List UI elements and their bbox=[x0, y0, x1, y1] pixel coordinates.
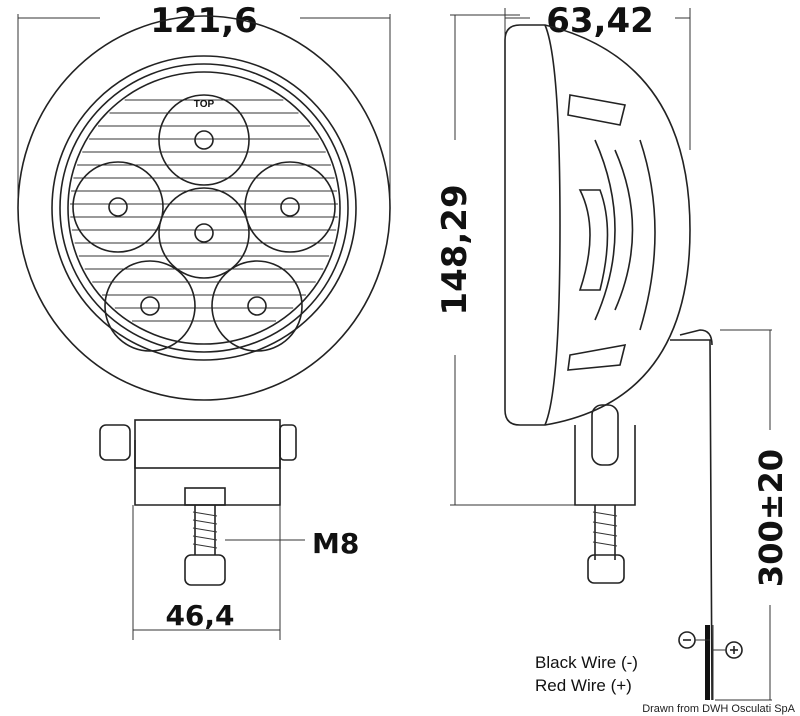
led-reflector bbox=[244, 161, 336, 253]
height-dimension: 148,29 bbox=[435, 184, 475, 315]
front-view: 121,6 TOP M8 46,4 bbox=[17, 1, 391, 640]
red-wire-label: Red Wire (+) bbox=[535, 676, 632, 695]
m8-bolt bbox=[194, 505, 216, 555]
front-width-dimension: 121,6 bbox=[150, 1, 258, 41]
led-reflector bbox=[158, 94, 250, 186]
side-view: 63,42 148,29 300±20 Black Wire (-) bbox=[435, 1, 796, 715]
led-reflector bbox=[158, 187, 250, 279]
led-reflector bbox=[72, 161, 164, 253]
depth-dimension: 63,42 bbox=[546, 1, 654, 41]
lens bbox=[67, 71, 341, 345]
cable-length-dimension: 300±20 bbox=[752, 449, 790, 587]
bezel-ring bbox=[51, 55, 357, 361]
swivel-joint bbox=[591, 404, 619, 466]
thread-dimension: M8 bbox=[312, 527, 359, 560]
bracket-width-dimension: 46,4 bbox=[165, 599, 234, 632]
housing-side bbox=[504, 24, 691, 426]
led-reflector bbox=[104, 260, 196, 352]
top-marking: TOP bbox=[194, 99, 215, 110]
nut bbox=[184, 554, 226, 586]
outer-housing bbox=[17, 15, 391, 401]
black-wire-label: Black Wire (-) bbox=[535, 653, 638, 672]
cable bbox=[670, 329, 713, 701]
black-wire bbox=[705, 625, 710, 700]
led-reflector bbox=[211, 260, 303, 352]
mounting-bracket bbox=[134, 419, 281, 469]
credit-text: Drawn from DWH Osculati SpA bbox=[642, 703, 795, 715]
bracket-knob-left bbox=[99, 424, 131, 461]
